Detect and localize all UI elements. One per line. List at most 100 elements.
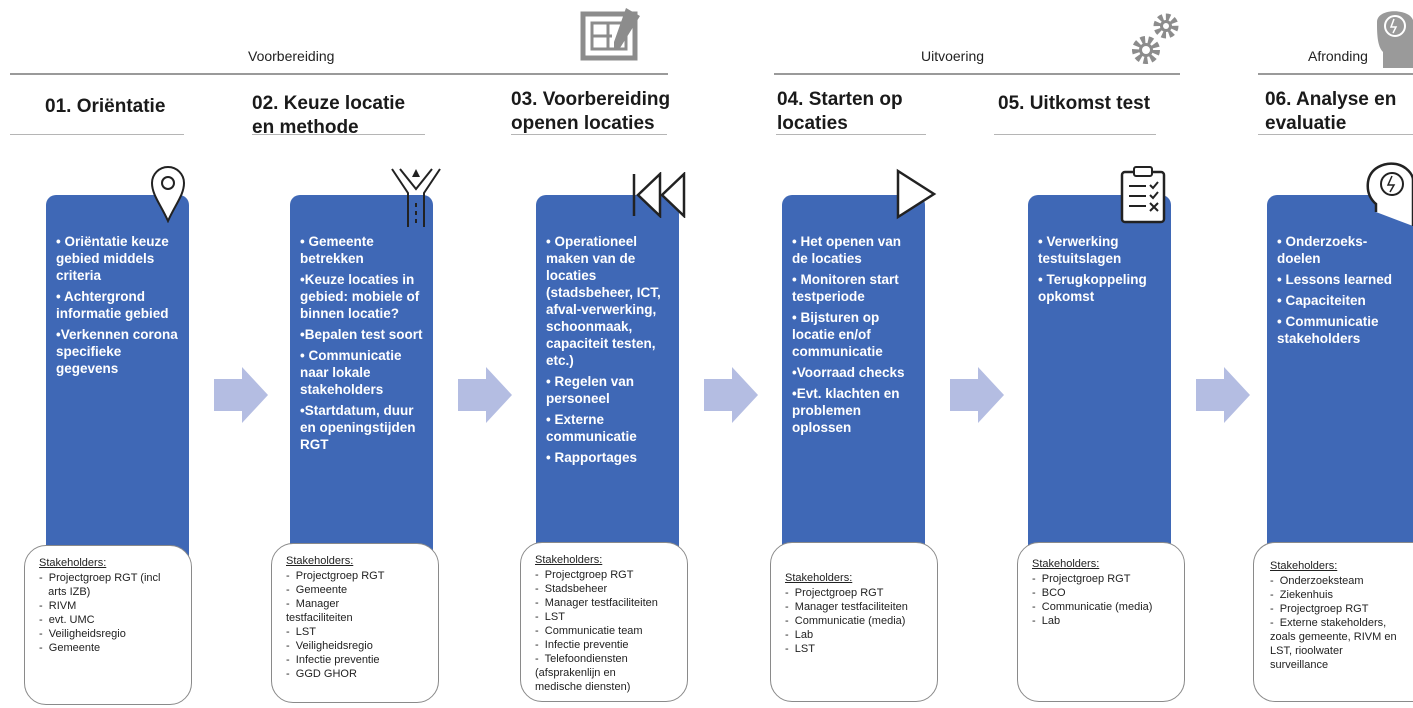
title-underline [252, 134, 425, 135]
rewind-icon [632, 172, 686, 218]
bullet-list: • Onderzoeks-doelen • Lessons learned • … [1267, 233, 1413, 351]
stakeholder-item: - LST [286, 626, 316, 638]
stakeholders-title: Stakeholders: [1270, 560, 1338, 572]
flow-arrow [950, 367, 1004, 423]
lightbulb-head-icon [1366, 162, 1413, 226]
stakeholders-list: - Onderzoeksteam - Ziekenhuis - Projectg… [1270, 574, 1405, 672]
crossroads-icon [391, 168, 441, 227]
step-column-01: • Oriëntatie keuze gebied middels criter… [46, 195, 189, 570]
stakeholder-item: - Externe stakeholders, zoals gemeente, … [1270, 617, 1397, 671]
stakeholders-title: Stakeholders: [286, 555, 354, 567]
lightbulb-head-icon [1377, 11, 1413, 68]
flow-arrow [704, 367, 758, 423]
title-underline [776, 134, 926, 135]
stakeholders-box-01: Stakeholders: - Projectgroep RGT (incl a… [24, 545, 192, 705]
phase-label-uitvoering: Uitvoering [921, 48, 985, 64]
stakeholders-box-06: Stakeholders: - Onderzoeksteam - Ziekenh… [1253, 542, 1413, 702]
stakeholder-item: - Projectgroep RGT (incl arts IZB) [39, 572, 161, 598]
step-column-04: • Het openen van de locaties • Monitoren… [782, 195, 925, 570]
bullet-item: • Gemeente betrekken [300, 234, 374, 266]
phase-label-voorbereiding: Voorbereiding [248, 48, 335, 64]
bullet-item: • Verwerking testuitslagen [1038, 234, 1122, 266]
bullet-item: •Startdatum, duur en openingstijden RGT [300, 403, 416, 452]
phase-divider [1258, 73, 1413, 75]
stakeholders-box-03: Stakeholders: - Projectgroep RGT - Stads… [520, 542, 688, 702]
step-title-01: 01. Oriëntatie [45, 96, 166, 117]
stakeholder-item: - Veiligheidsregio [286, 640, 373, 652]
bullet-item: • Monitoren start testperiode [792, 272, 899, 304]
title-underline [10, 134, 184, 135]
flow-arrow [1196, 367, 1250, 423]
stakeholders-box-02: Stakeholders: - Projectgroep RGT - Gemee… [271, 543, 439, 703]
bullet-item: • Regelen van personeel [546, 374, 635, 406]
bullet-list: • Het openen van de locaties • Monitoren… [782, 233, 925, 440]
stakeholder-item: - RIVM [39, 600, 77, 612]
stakeholders-list: - Projectgroep RGT - BCO - Communicatie … [1032, 572, 1174, 628]
stakeholders-title: Stakeholders: [785, 572, 853, 584]
gears-icon [1132, 13, 1179, 64]
stakeholder-item: - Stadsbeheer [535, 583, 608, 595]
stakeholder-item: - Lab [1032, 615, 1061, 627]
title-underline [994, 134, 1156, 135]
bullet-item: • Bijsturen op locatie en/of communicati… [792, 310, 883, 359]
stakeholders-list: - Projectgroep RGT - Stadsbeheer - Manag… [535, 568, 677, 694]
stakeholder-item: - Projectgroep RGT [1270, 603, 1369, 615]
stakeholder-item: - LST [785, 643, 815, 655]
stakeholder-item: - Projectgroep RGT [785, 587, 884, 599]
stakeholder-item: - Communicatie (media) [785, 615, 906, 627]
stakeholders-list: - Projectgroep RGT - Gemeente - Manager … [286, 569, 428, 681]
stakeholder-item: - evt. UMC [39, 614, 95, 626]
bullet-list: • Verwerking testuitslagen • Terugkoppel… [1028, 233, 1171, 309]
stakeholder-item: - Projectgroep RGT [1032, 573, 1131, 585]
stakeholder-item: - Projectgroep RGT [535, 569, 634, 581]
bullet-item: • Terugkoppeling opkomst [1038, 272, 1147, 304]
stakeholders-title: Stakeholders: [1032, 558, 1100, 570]
stakeholder-item: - GGD GHOR [286, 668, 357, 680]
flow-arrow [458, 367, 512, 423]
stakeholder-item: - Ziekenhuis [1270, 589, 1333, 601]
stakeholders-title: Stakeholders: [39, 557, 107, 569]
phase-divider [10, 73, 668, 75]
bullet-item: • Onderzoeks-doelen [1277, 234, 1368, 266]
step-title-05: 05. Uitkomst test [998, 93, 1151, 114]
stakeholder-item: - Infectie preventie [535, 639, 629, 651]
bullet-item: • Externe communicatie [546, 412, 637, 444]
step-column-05: • Verwerking testuitslagen • Terugkoppel… [1028, 195, 1171, 570]
bullet-item: • Het openen van de locaties [792, 234, 901, 266]
bullet-list: • Operationeel maken van de locaties (st… [536, 233, 679, 470]
stakeholder-item: - Onderzoeksteam [1270, 575, 1364, 587]
stakeholder-item: - Communicatie (media) [1032, 601, 1153, 613]
location-pin-icon [150, 166, 186, 223]
bullet-item: •Evt. klachten en problemen oplossen [792, 386, 900, 435]
bullet-item: • Achtergrond informatie gebied [56, 289, 169, 321]
stakeholder-item: - Manager testfaciliteiten [535, 597, 658, 609]
clipboard-checklist-icon [1120, 166, 1166, 224]
step-column-02: • Gemeente betrekken •Keuze locaties in … [290, 195, 433, 570]
stakeholder-item: - Communicatie team [535, 625, 643, 637]
play-icon [896, 168, 937, 220]
stakeholder-item: - Veiligheidsregio [39, 628, 126, 640]
title-underline [511, 134, 667, 135]
bullet-item: • Communicatie stakeholders [1277, 314, 1379, 346]
bullet-item: • Lessons learned [1277, 272, 1393, 287]
stakeholders-list: - Projectgroep RGT - Manager testfacilit… [785, 586, 927, 656]
bullet-item: • Rapportages [546, 450, 637, 465]
step-column-03: • Operationeel maken van de locaties (st… [536, 195, 679, 570]
stakeholder-item: - LST [535, 611, 565, 623]
bullet-list: • Gemeente betrekken •Keuze locaties in … [290, 233, 433, 457]
flow-arrow [214, 367, 268, 423]
stakeholder-item: - Manager testfaciliteiten [785, 601, 908, 613]
stakeholders-list: - Projectgroep RGT (incl arts IZB) - RIV… [39, 571, 181, 655]
phase-divider [774, 73, 1180, 75]
stakeholder-item: - BCO [1032, 587, 1066, 599]
stakeholder-item: - Projectgroep RGT [286, 570, 385, 582]
bullet-list: • Oriëntatie keuze gebied middels criter… [46, 233, 189, 381]
bullet-item: •Verkennen corona specifieke gegevens [56, 327, 178, 376]
stakeholders-title: Stakeholders: [535, 554, 603, 566]
stakeholder-item: - Lab [785, 629, 814, 641]
step-column-06: • Onderzoeks-doelen • Lessons learned • … [1267, 195, 1413, 570]
stakeholder-item: - Manager testfaciliteiten [286, 598, 353, 624]
